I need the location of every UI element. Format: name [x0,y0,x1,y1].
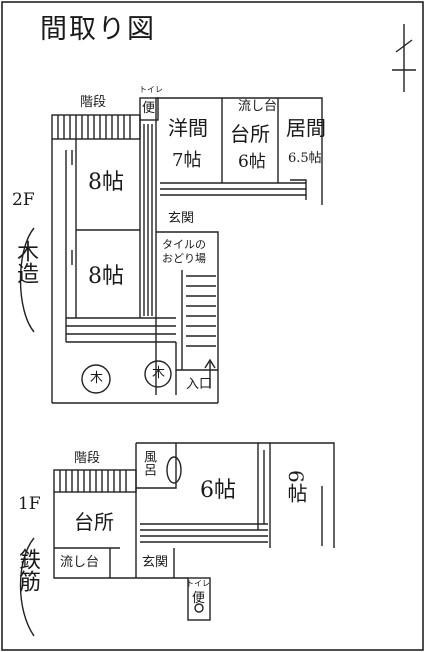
floor2-label: 2F [12,190,35,210]
floor2-sink: 流し台 [238,99,278,114]
floor1-plan [53,442,335,621]
floor2-living: 居間 [286,116,326,140]
floor2-tree-2: 木 [152,366,166,381]
floor2-entry: 入口 [186,377,213,392]
floor2-structure: 木造 [13,240,38,284]
floor2-plan [51,97,323,404]
floor1-bath: 風呂 [141,450,156,476]
floor2-landing: タイルの おどり場 [162,238,206,265]
floor-bracket [19,227,35,637]
floor1-entrance: 玄関 [142,555,169,570]
floor2-toilet: 便 [142,101,156,116]
floor1-label: 1F [18,494,41,514]
floor1-kitchen: 台所 [74,510,114,534]
floor2-kitchen-size: 6帖 [238,152,266,172]
floor2-room-a: 8帖 [88,170,124,195]
floor2-tree-1: 木 [90,371,104,386]
floor1-toilet-tag: トイレ [186,579,210,588]
floor2-entrance: 玄関 [168,211,195,226]
floor1-toilet: 便 [192,591,206,606]
floor2-stairs: 階段 [80,95,107,110]
floor2-toilet-tag: トイレ [139,85,163,94]
floor2-western-room: 洋間 [168,116,208,140]
floor1-stairs: 階段 [74,451,101,466]
floor1-structure: 鉄筋 [15,548,40,592]
floor2-kitchen: 台所 [230,122,270,146]
floor1-room-b: 6帖 [284,470,308,503]
floor2-living-size: 6.5帖 [288,151,322,166]
floor1-room-a: 6帖 [200,478,236,503]
floor2-western-size: 7帖 [172,150,202,171]
floor2-room-b: 8帖 [88,264,124,289]
floor1-sink: 流し台 [60,555,100,570]
page-title: 間取り図 [40,14,156,45]
north-arrow-icon [392,24,416,92]
